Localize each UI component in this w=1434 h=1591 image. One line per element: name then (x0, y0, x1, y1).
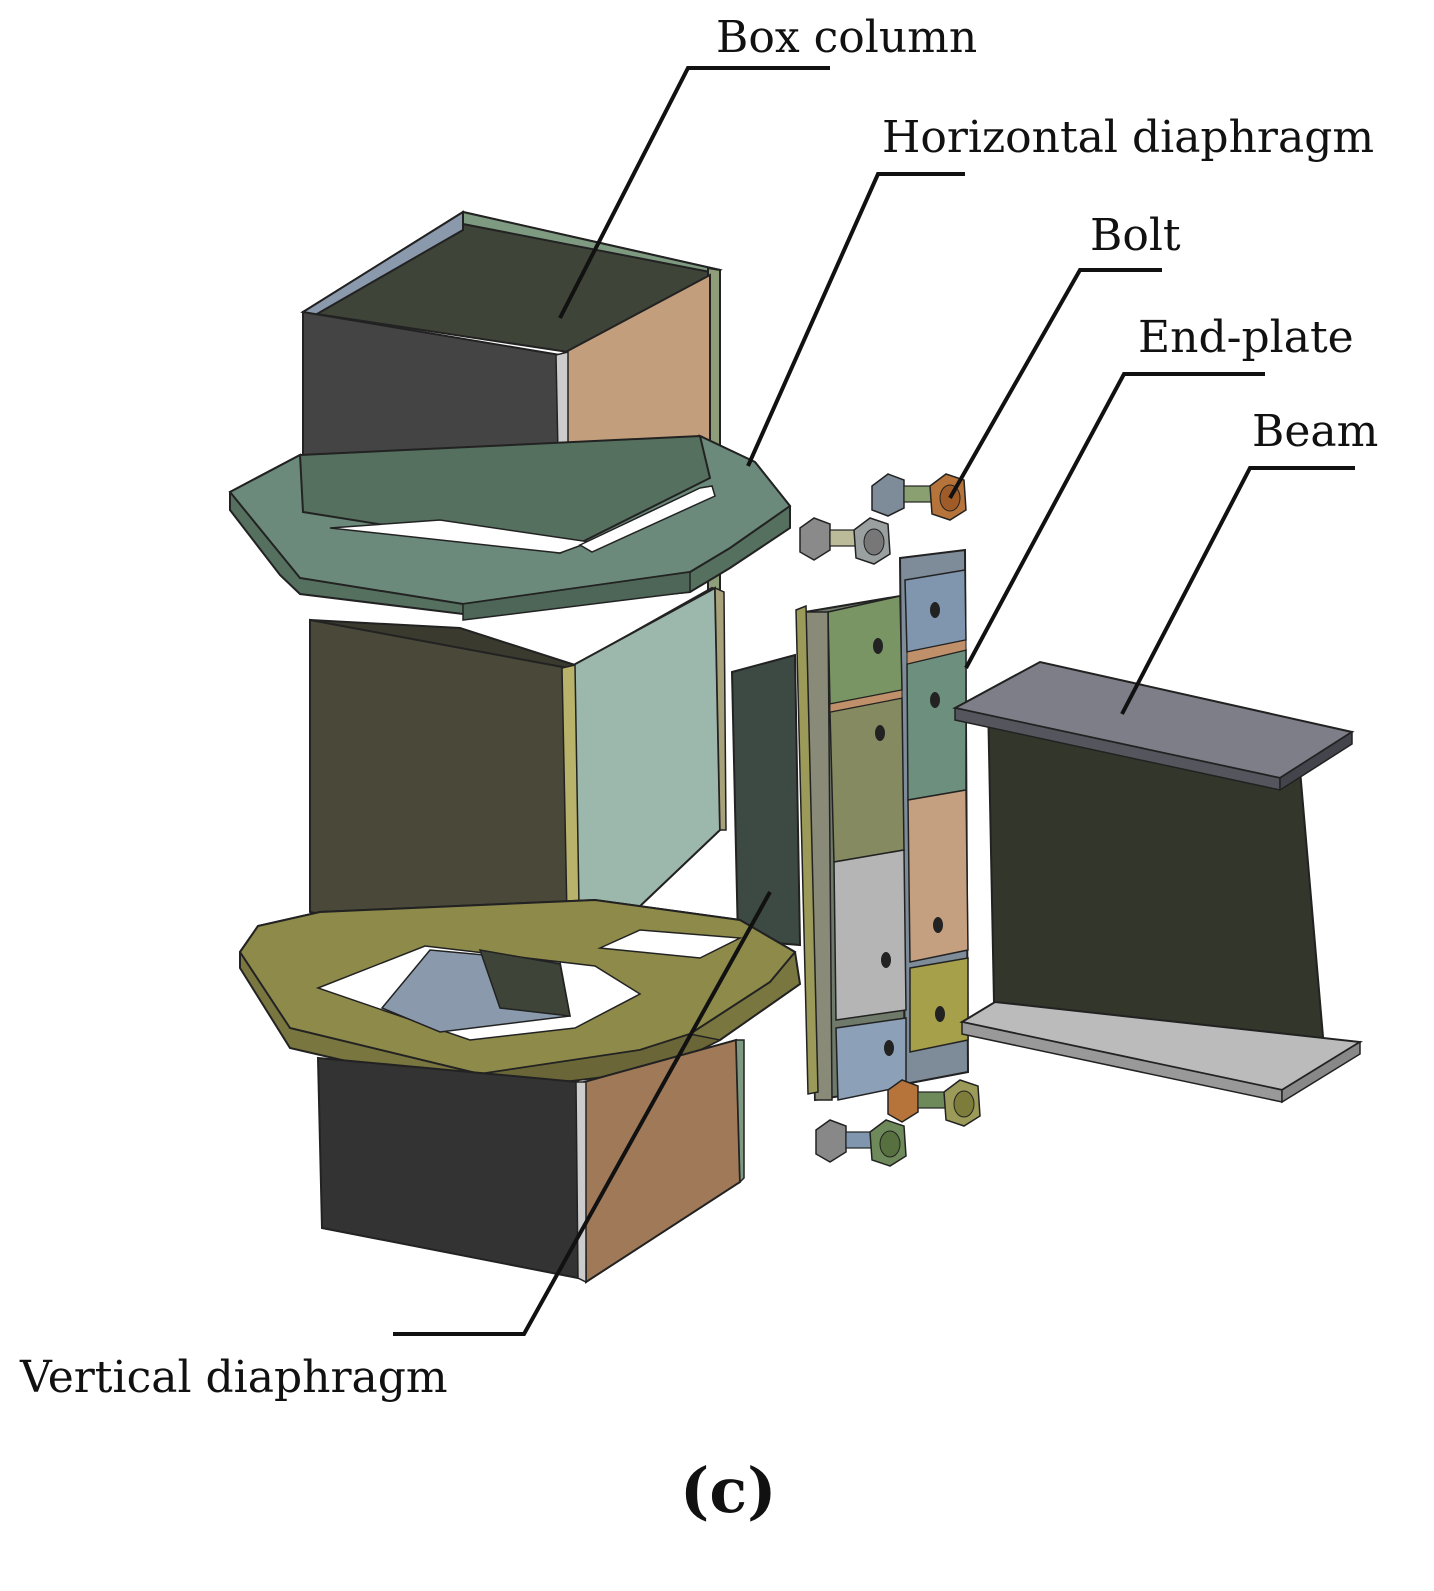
bolt-bottom-left (815, 1119, 907, 1167)
leader-lines (393, 66, 1355, 1336)
lower-box-column (316, 1038, 745, 1284)
beam (952, 660, 1364, 1104)
bolt-bottom-right (887, 1079, 981, 1127)
leader-end-plate (964, 372, 1265, 669)
label-bolt: Bolt (1090, 210, 1181, 261)
leader-bolt (948, 268, 1162, 499)
label-beam: Beam (1252, 406, 1379, 457)
label-box-column: Box column (716, 12, 978, 63)
label-vertical-diaphragm: Vertical diaphragm (20, 1352, 448, 1403)
lower-horizontal-diaphragm (238, 898, 802, 1094)
middle-box-column (309, 586, 727, 969)
bolt-top-left (799, 517, 891, 565)
upper-horizontal-diaphragm (228, 434, 792, 621)
panel-label: (c) (680, 1454, 777, 1527)
leader-vertical-diaphragm (393, 891, 772, 1336)
leader-horizontal-diaphragm (746, 172, 965, 467)
label-end-plate: End-plate (1138, 312, 1354, 363)
label-horizontal-diaphragm: Horizontal diaphragm (882, 112, 1375, 163)
leader-beam (1120, 466, 1355, 715)
vertical-diaphragm (730, 653, 802, 947)
leader-box-column (558, 66, 830, 319)
end-plate (795, 548, 970, 1102)
